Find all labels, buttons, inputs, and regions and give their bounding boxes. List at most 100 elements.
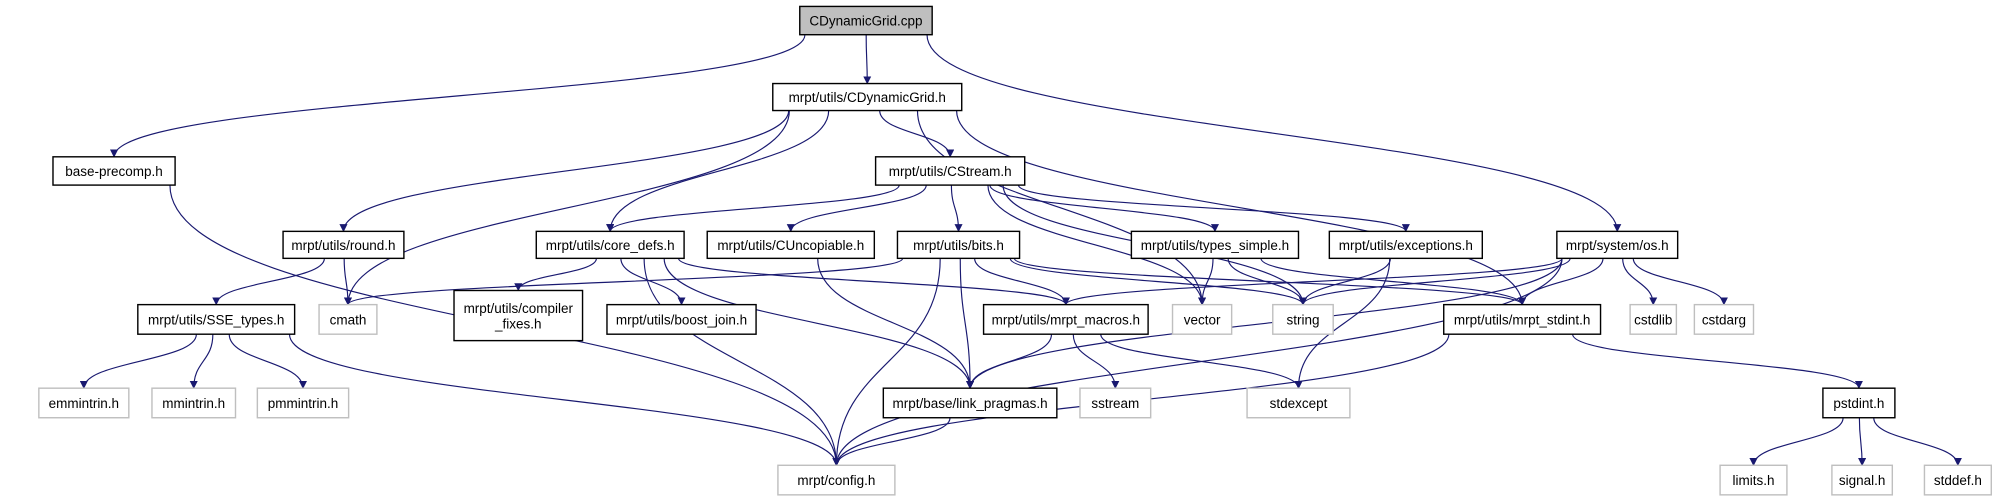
- node-label: cmath: [330, 313, 367, 328]
- node-box: [535, 230, 685, 260]
- node-label: mrpt/utils/CDynamicGrid.h: [789, 90, 946, 105]
- node-linkpragmas[interactable]: mrpt/base/link_pragmas.h: [882, 387, 1058, 419]
- node-label: mrpt/utils/exceptions.h: [1339, 238, 1473, 253]
- node-sstream: sstream: [1079, 387, 1152, 419]
- edge-coredefs-to-linkpragmas: [663, 258, 975, 389]
- node-box: [982, 303, 1149, 335]
- edge-pstdint-to-stddef: [1873, 417, 1962, 467]
- node-label: sstream: [1091, 396, 1139, 411]
- edge-macros-to-stdexcept: [1100, 334, 1303, 389]
- node-box: [52, 156, 176, 186]
- node-boostjoin[interactable]: mrpt/utils/boost_join.h: [606, 303, 757, 335]
- node-bits[interactable]: mrpt/utils/bits.h: [896, 230, 1021, 260]
- node-label: pstdint.h: [1833, 396, 1884, 411]
- node-cstream[interactable]: mrpt/utils/CStream.h: [874, 156, 1026, 186]
- node-box: [282, 230, 405, 260]
- edge-pstdint-to-limits: [1749, 417, 1844, 467]
- node-box: [1822, 387, 1896, 419]
- node-box: [1923, 464, 1992, 496]
- node-label: mrpt/utils/CUncopiable.h: [717, 238, 864, 253]
- node-cdg[interactable]: mrpt/utils/CDynamicGrid.h: [772, 82, 963, 112]
- node-round[interactable]: mrpt/utils/round.h: [282, 230, 405, 260]
- node-cpp: CDynamicGrid.cpp: [799, 5, 933, 36]
- node-box: [1272, 303, 1334, 335]
- edge-cdg-to-vector: [916, 110, 1207, 306]
- edge-bits-to-config: [832, 258, 941, 467]
- node-box: [882, 387, 1058, 419]
- edge-cpp-to-cdg: [863, 34, 872, 85]
- node-coredefs[interactable]: mrpt/utils/core_defs.h: [535, 230, 685, 260]
- node-cstdlib: cstdlib: [1629, 303, 1678, 335]
- edge-cstream-to-uncopiable: [786, 184, 927, 233]
- node-label: cstdarg: [1702, 313, 1746, 328]
- node-macros[interactable]: mrpt/utils/mrpt_macros.h: [982, 303, 1149, 335]
- node-baseprecomp[interactable]: base-precomp.h: [52, 156, 176, 186]
- node-label: emmintrin.h: [49, 396, 119, 411]
- node-label: mrpt/utils/bits.h: [913, 238, 1004, 253]
- edge-os-to-config: [832, 258, 1563, 467]
- node-label: signal.h: [1839, 473, 1885, 488]
- edge-cdg-to-round: [339, 110, 790, 233]
- node-label: mrpt/utils/compiler: [464, 301, 574, 316]
- node-cstdarg: cstdarg: [1693, 303, 1755, 335]
- edges-layer: [79, 34, 1962, 467]
- node-label: mrpt/utils/mrpt_macros.h: [992, 313, 1140, 328]
- node-box: [318, 303, 378, 335]
- node-box: [38, 387, 130, 419]
- node-exceptions[interactable]: mrpt/utils/exceptions.h: [1328, 230, 1484, 260]
- nodes-layer: CDynamicGrid.cpp mrpt/utils/CDynamicGrid.…: [38, 5, 1992, 496]
- node-label: CDynamicGrid.cpp: [809, 14, 922, 29]
- edge-bits-to-cmath: [344, 257, 904, 306]
- edge-coredefs-to-boostjoin: [620, 258, 686, 306]
- edge-bits-to-string: [1009, 258, 1307, 306]
- node-label: mrpt/utils/boost_join.h: [616, 313, 747, 328]
- node-sse[interactable]: mrpt/utils/SSE_types.h: [137, 303, 296, 335]
- node-box: [1328, 230, 1484, 260]
- node-os[interactable]: mrpt/system/os.h: [1556, 230, 1679, 260]
- edge-coredefs-to-config: [643, 258, 841, 467]
- edge-cstream-to-coredefs: [606, 184, 900, 233]
- edge-os-to-string: [1299, 258, 1571, 306]
- node-box: [1719, 464, 1788, 496]
- node-box: [606, 303, 757, 335]
- edge-round-to-sse: [212, 258, 325, 306]
- edge-os-to-stdint: [1518, 258, 1604, 306]
- node-label: mmintrin.h: [162, 396, 225, 411]
- node-uncopiable[interactable]: mrpt/utils/CUncopiable.h: [706, 230, 876, 260]
- node-label: base-precomp.h: [65, 164, 162, 179]
- node-box: [256, 387, 350, 419]
- node-compilerfixes[interactable]: mrpt/utils/compiler_fixes.h: [453, 289, 584, 342]
- node-config: mrpt/config.h: [777, 464, 896, 496]
- edge-os-to-cstdlib: [1622, 258, 1658, 306]
- edge-macros-to-sstream: [1072, 334, 1120, 389]
- edge-sse-to-mmintrin: [189, 334, 214, 389]
- edge-cstream-to-exceptions: [1017, 184, 1410, 233]
- node-box: [777, 464, 896, 496]
- edge-typessimple-to-stdint: [1260, 258, 1527, 306]
- node-stdint[interactable]: mrpt/utils/mrpt_stdint.h: [1443, 303, 1602, 335]
- node-box: [1130, 230, 1300, 260]
- edge-round-to-cmath: [343, 258, 353, 306]
- node-typessimple[interactable]: mrpt/utils/types_simple.h: [1130, 230, 1300, 260]
- edge-cdg-to-cmath: [343, 110, 790, 306]
- edge-cdg-to-stdint: [956, 110, 1527, 306]
- node-label: limits.h: [1733, 473, 1775, 488]
- edge-cstream-to-bits: [950, 185, 963, 233]
- node-label: mrpt/utils/round.h: [291, 238, 395, 253]
- edge-sse-to-emmintrin: [79, 334, 197, 389]
- node-pmmintrin: pmmintrin.h: [256, 387, 350, 419]
- edge-exceptions-to-stdexcept: [1294, 258, 1391, 389]
- edge-bits-to-linkpragmas: [959, 258, 975, 389]
- node-stdexcept: stdexcept: [1246, 387, 1351, 419]
- node-limits: limits.h: [1719, 464, 1788, 496]
- node-label: mrpt/utils/core_defs.h: [546, 238, 675, 253]
- node-pstdint[interactable]: pstdint.h: [1822, 387, 1896, 419]
- node-label: mrpt/utils/mrpt_stdint.h: [1454, 313, 1590, 328]
- node-box: [1556, 230, 1679, 260]
- edge-os-to-macros: [1061, 257, 1563, 306]
- node-label: string: [1286, 313, 1319, 328]
- edge-macros-to-linkpragmas: [966, 334, 1053, 389]
- node-stddef: stddef.h: [1923, 464, 1992, 496]
- node-box: [1629, 303, 1678, 335]
- node-box: [1246, 387, 1351, 419]
